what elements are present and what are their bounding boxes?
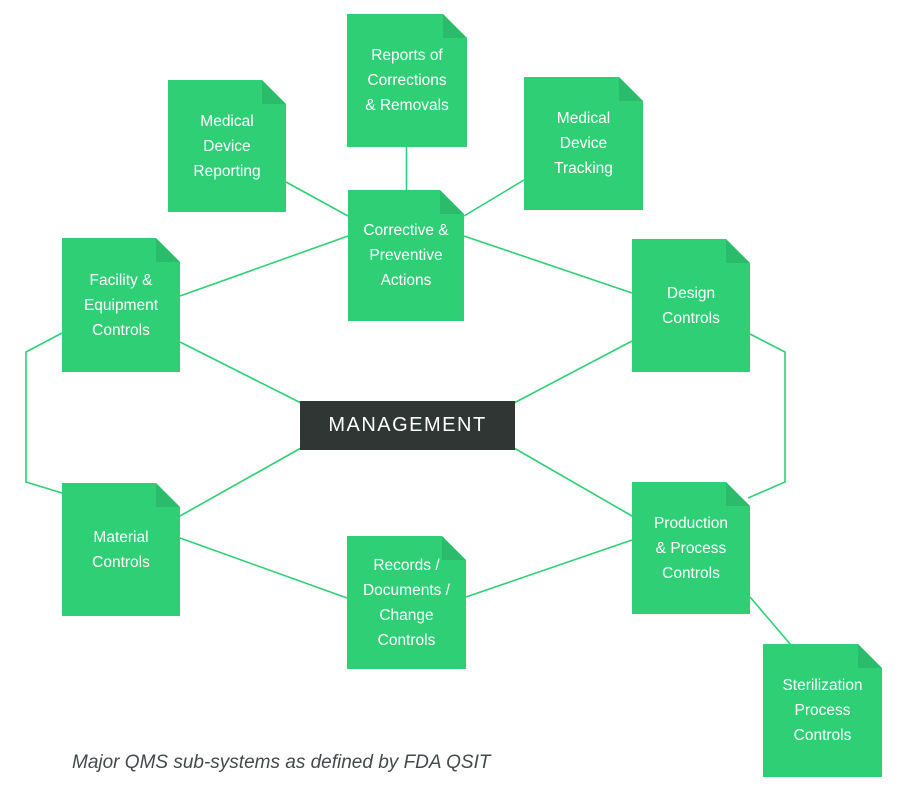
connector-tracking-capa [463, 179, 525, 217]
diagram-caption: Major QMS sub-systems as defined by FDA … [72, 752, 491, 773]
node-material-controls: Material Controls [62, 483, 180, 616]
node-label: Medical Device Tracking [554, 110, 613, 177]
management-box: MANAGEMENT [300, 401, 515, 450]
node-label: Medical Device Reporting [193, 112, 261, 180]
node-label: Reports of Corrections & Removals [365, 47, 449, 114]
node-production-process-controls: Production & Process Controls [632, 482, 750, 614]
node-medical-device-reporting: Medical Device Reporting [168, 80, 286, 212]
node-label: Design Controls [662, 284, 720, 327]
node-label: Corrective & Preventive Actions [363, 222, 449, 289]
node-corrective-preventive-actions: Corrective & Preventive Actions [348, 190, 464, 321]
node-label: Material Controls [92, 528, 150, 571]
connector-capa-design [463, 235, 633, 294]
connector-reporting-capa [285, 181, 349, 217]
connector-management-production [513, 447, 633, 517]
management-label: MANAGEMENT [328, 414, 487, 436]
connector-design-management [513, 340, 633, 404]
node-records-documents-change-controls: Records / Documents / Change Controls [347, 536, 466, 669]
connector-facility-management [179, 341, 302, 404]
connector-material-records [179, 537, 348, 599]
connector-design-production-loop [747, 333, 786, 499]
node-label: Production & Process Controls [653, 514, 729, 582]
node-label: Records / Documents / Change Controls [362, 556, 450, 649]
node-sterilization-process-controls: Sterilization Process Controls [763, 644, 882, 777]
connector-facility-material-loop [25, 332, 63, 494]
node-label: Facility & Equipment Controls [83, 271, 159, 339]
node-medical-device-tracking: Medical Device Tracking [524, 77, 643, 210]
node-design-controls: Design Controls [632, 239, 750, 372]
node-reports-of-corrections-removals: Reports of Corrections & Removals [347, 14, 467, 147]
connector-capa-facility [179, 235, 349, 297]
connector-production-sterilization [749, 596, 792, 646]
connector-records-production [465, 539, 633, 598]
node-label: Sterilization Process Controls [782, 677, 863, 744]
connector-management-material [179, 447, 302, 517]
node-facility-equipment-controls: Facility & Equipment Controls [62, 238, 180, 372]
